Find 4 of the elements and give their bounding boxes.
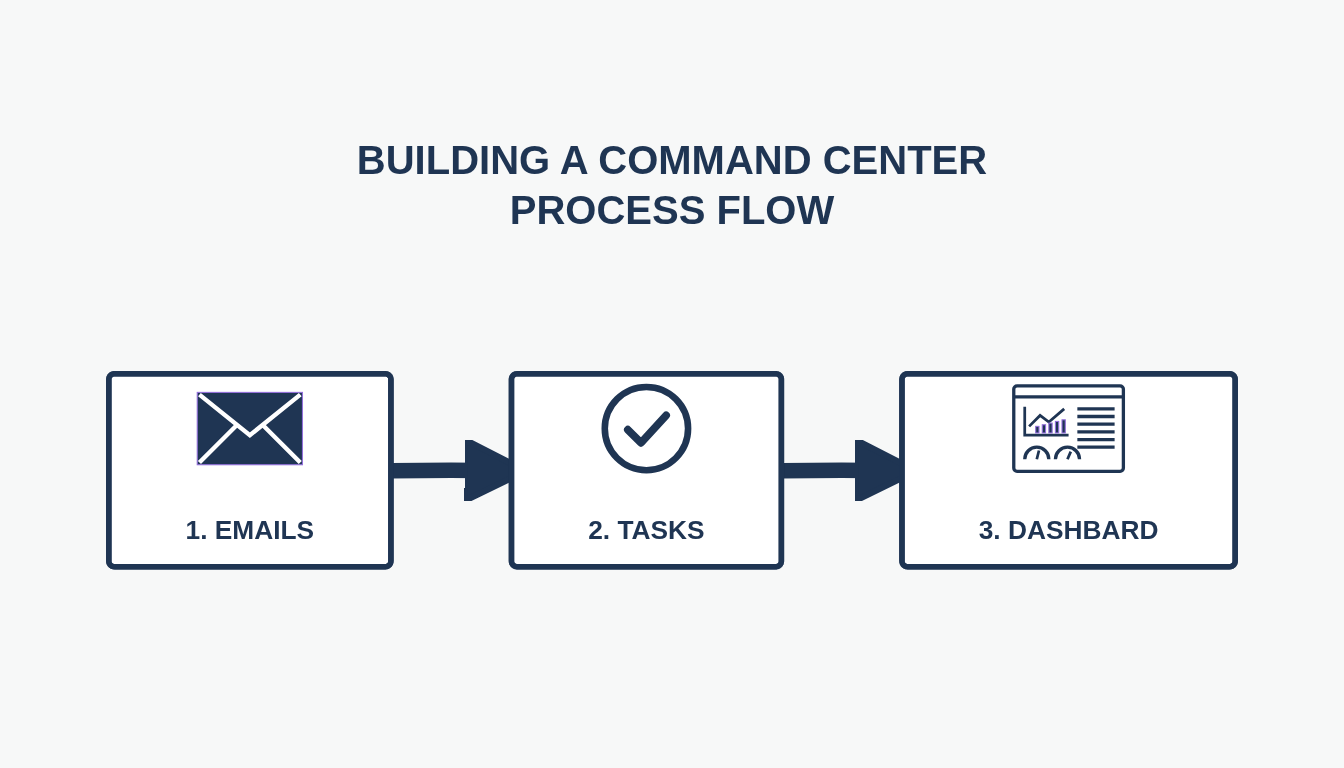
step-label: 1. EMAILS [185, 514, 315, 545]
diagram-title: BUILDING A COMMAND CENTER PROCESS FLOW [355, 137, 989, 234]
step-label: 3. DASHBARD [978, 514, 1159, 545]
step-label: 2. TASKS [588, 514, 705, 545]
